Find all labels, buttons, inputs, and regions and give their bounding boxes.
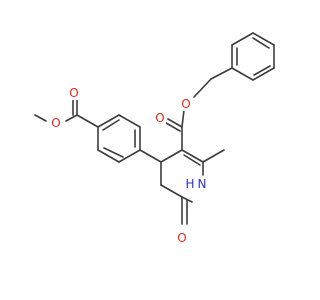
bond: [181, 149, 204, 163]
bond: [193, 78, 212, 98]
bond: [118, 114, 141, 128]
benzoate-ring: [97, 114, 162, 163]
bond: [118, 149, 141, 163]
atom-label-hydrogen: H: [185, 177, 194, 191]
bond: [160, 184, 183, 198]
bond: [139, 149, 162, 163]
bond: [253, 65, 271, 76]
atom-label-oxygen: O: [177, 231, 186, 245]
bond: [183, 154, 201, 166]
atom-label-oxygen: O: [181, 97, 190, 111]
bond: [103, 147, 124, 158]
bond: [231, 67, 254, 81]
bond: [97, 114, 120, 128]
bond: [231, 32, 254, 46]
bond: [34, 114, 47, 122]
bond: [76, 114, 99, 128]
benzyl-ring: [231, 32, 275, 81]
atom-labels: O O O O O N H: [50, 86, 208, 245]
bond: [252, 32, 275, 46]
bond: [202, 149, 225, 163]
bond: [210, 67, 233, 80]
bond: [102, 119, 120, 131]
bond: [181, 109, 185, 128]
bond: [65, 114, 78, 122]
bond: [160, 149, 183, 163]
atom-label-nitrogen: N: [198, 177, 207, 191]
bond: [167, 118, 183, 128]
bond: [97, 149, 120, 163]
bond: [252, 37, 270, 49]
molecule-structure: O O O O O N H: [34, 32, 275, 245]
bond: [165, 122, 181, 132]
atom-label-oxygen: O: [51, 116, 60, 130]
atom-label-oxygen: O: [155, 111, 164, 125]
atom-label-oxygen: O: [69, 86, 78, 100]
bond: [252, 67, 275, 81]
dihydropyridinone-ring: [160, 149, 225, 225]
